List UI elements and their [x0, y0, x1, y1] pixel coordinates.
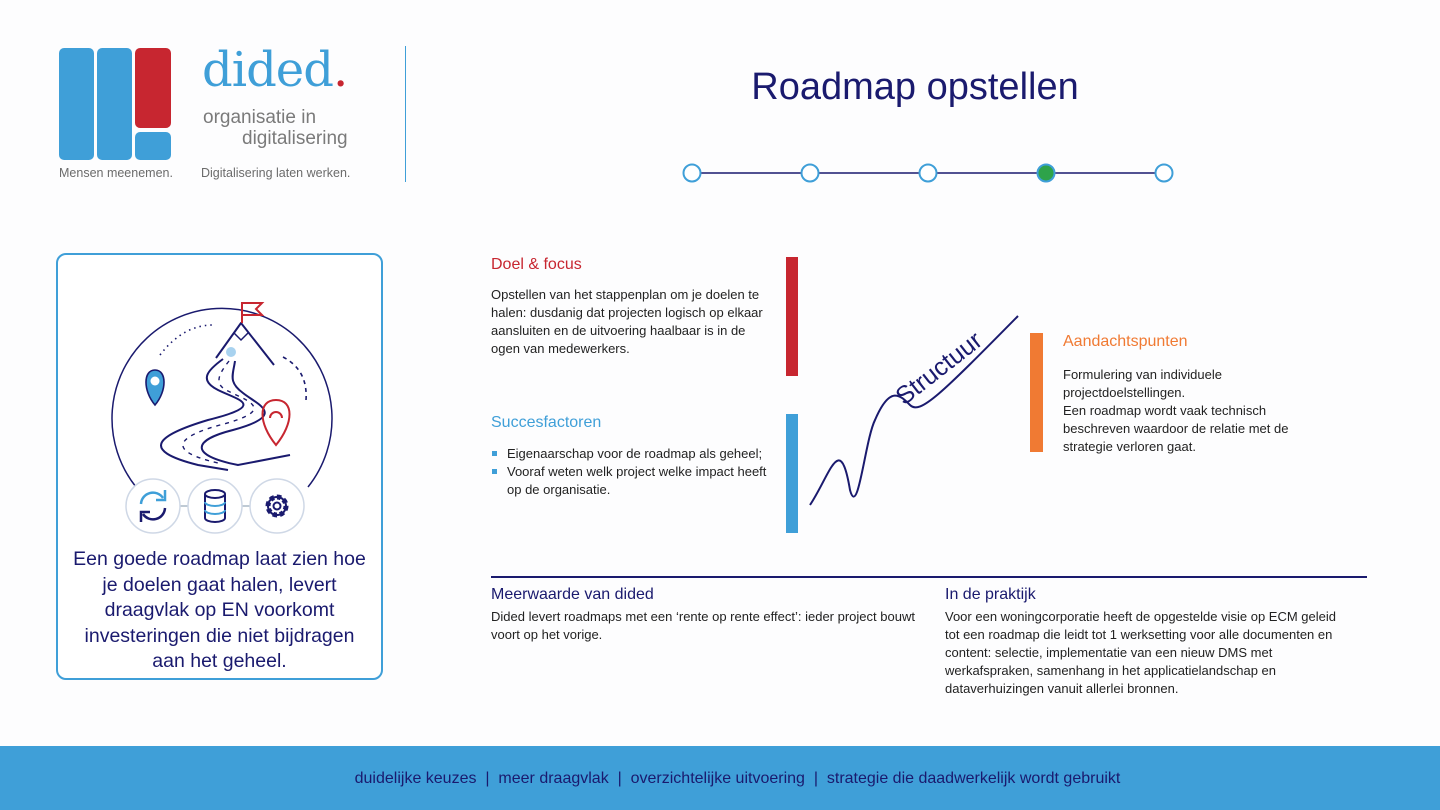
- structuur-label: Structuur: [890, 326, 987, 411]
- aandacht-line-1: Formulering van individuele projectdoels…: [1063, 367, 1222, 400]
- gear-icon: [249, 478, 305, 534]
- list-item: Vooraf weten welk project welke impact h…: [491, 463, 776, 499]
- logo-subtitle-line2: digitalisering: [242, 128, 348, 149]
- doel-accent-bar: [786, 257, 798, 376]
- stepper-dot: [682, 163, 702, 183]
- succes-heading: Succesfactoren: [491, 414, 602, 431]
- logo-wordmark: dided.: [202, 42, 348, 98]
- doel-text: Opstellen van het stappenplan om je doel…: [491, 287, 763, 356]
- aandacht-line-2: Een roadmap wordt vaak technisch beschre…: [1063, 403, 1289, 454]
- aandacht-text: Formulering van individuele projectdoels…: [1063, 366, 1323, 456]
- meerwaarde-heading: Meerwaarde van dided: [491, 586, 654, 603]
- stepper-dot: [800, 163, 820, 183]
- page-title: Roadmap opstellen: [751, 66, 1079, 108]
- praktijk-heading: In de praktijk: [945, 586, 1036, 603]
- footer-text: duidelijke keuzes | meer draagvlak | ove…: [354, 770, 1121, 787]
- stepper-dot: [918, 163, 938, 183]
- logo-tagline-right: Digitalisering laten werken.: [201, 166, 351, 180]
- praktijk-text: Voor een woningcorporatie heeft de opges…: [945, 609, 1336, 696]
- refresh-icon: [125, 478, 181, 534]
- card-summary-text: Een goede roadmap laat zien hoe je doele…: [73, 548, 366, 672]
- succes-list: Eigenaarschap voor de roadmap als geheel…: [491, 445, 776, 499]
- stepper-dot-active: [1036, 163, 1056, 183]
- succes-accent-bar: [786, 414, 798, 533]
- footer-bar: duidelijke keuzes | meer draagvlak | ove…: [0, 746, 1440, 810]
- meerwaarde-text: Dided levert roadmaps met een ‘rente op …: [491, 609, 915, 642]
- roadmap-illustration: [111, 302, 333, 534]
- logo-wordmark-text: dided: [202, 42, 334, 98]
- progress-stepper: [682, 163, 1174, 183]
- structuur-curve: Structuur: [809, 315, 1019, 506]
- dided-logo-mark: [59, 48, 171, 160]
- section-divider: [491, 576, 1367, 578]
- header-divider: [405, 46, 406, 182]
- database-icon: [187, 478, 243, 534]
- logo-subtitle-line1: organisatie in: [203, 107, 317, 128]
- aandacht-accent-bar: [1030, 333, 1043, 452]
- doel-heading: Doel & focus: [491, 256, 582, 273]
- summary-card: Een goede roadmap laat zien hoe je doele…: [56, 253, 383, 680]
- logo-tagline-left: Mensen meenemen.: [59, 166, 173, 180]
- aandacht-heading: Aandachtspunten: [1063, 333, 1188, 350]
- stepper-dot: [1154, 163, 1174, 183]
- list-item: Eigenaarschap voor de roadmap als geheel…: [491, 445, 776, 463]
- logo-dot: .: [332, 42, 348, 98]
